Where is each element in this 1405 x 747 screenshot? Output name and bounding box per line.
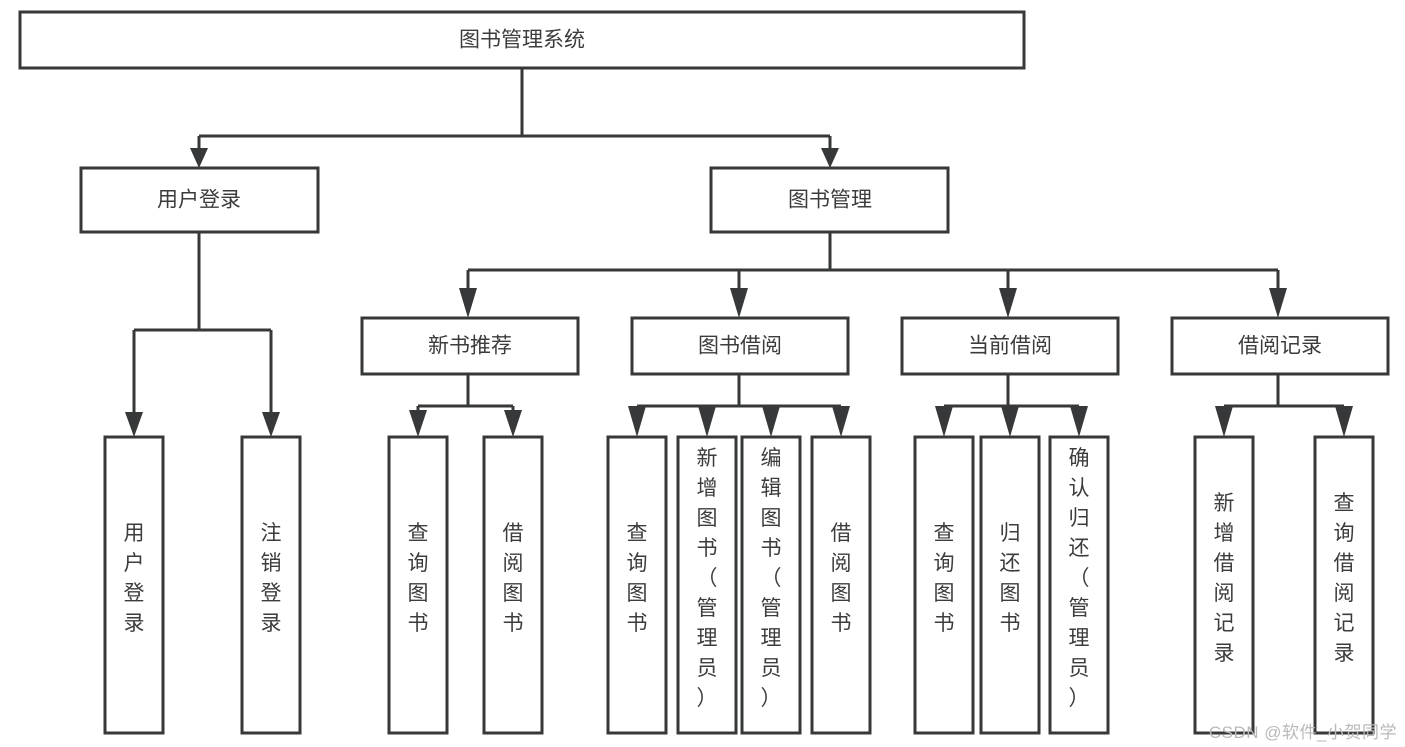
node-leaf-user-login[interactable]: 用户登录 [103, 435, 165, 735]
leaf-query-book-3-label: 查询图书 [934, 522, 955, 635]
leaf-add-record-box[interactable] [1193, 435, 1255, 735]
new-book-recommend-label: 新书推荐 [428, 335, 512, 358]
arrow-leaf-confirm-return [1070, 406, 1088, 437]
node-borrow-record[interactable]: 借阅记录 [1170, 316, 1390, 376]
arrow-borrow-record [1269, 288, 1287, 318]
leaf-query-record-label: 查询借阅记录 [1334, 492, 1355, 665]
leaf-borrow-book-2-box[interactable] [810, 435, 872, 735]
current-borrow-box[interactable] [900, 316, 1120, 376]
leaf-borrow-book-2-label: 借阅图书 [831, 522, 852, 635]
root-label: 图书管理系统 [459, 29, 585, 52]
leaf-return-book-box[interactable] [979, 435, 1041, 735]
arrow-leaf-edit-book [762, 406, 780, 437]
leaf-query-book-3-box[interactable] [913, 435, 975, 735]
arrow-book-borrow [730, 288, 748, 318]
node-leaf-query-book-3[interactable]: 查询图书 [913, 435, 975, 735]
leaf-edit-book-label: 编辑图书（管理员） [761, 447, 782, 710]
leaf-query-record-box[interactable] [1313, 435, 1375, 735]
arrow-leaf-add-record [1215, 406, 1233, 437]
leaf-add-record-label: 新增借阅记录 [1214, 492, 1235, 665]
borrow-record-box[interactable] [1170, 316, 1390, 376]
arrow-leaf-borrow-book-2 [832, 406, 850, 437]
node-leaf-query-book-1[interactable]: 查询图书 [387, 435, 449, 735]
leaf-borrow-book-1-box[interactable] [482, 435, 544, 735]
arrow-current-borrow [999, 288, 1017, 318]
node-leaf-edit-book[interactable]: 编辑图书（管理员） [740, 435, 802, 735]
connectors-layer [125, 68, 1353, 437]
arrow-leaf-add-book [698, 406, 716, 437]
arrow-leaf-query-book-3 [935, 406, 953, 437]
leaf-logout-login-label: 注销登录 [261, 522, 282, 635]
node-current-borrow[interactable]: 当前借阅 [900, 316, 1120, 376]
node-new-book-recommend[interactable]: 新书推荐 [360, 316, 580, 376]
node-leaf-add-book[interactable]: 新增图书（管理员） [676, 435, 738, 735]
leaf-add-book-box[interactable] [676, 435, 738, 735]
leaf-user-login-box[interactable] [103, 435, 165, 735]
arrow-leaf-borrow-book-1 [504, 410, 522, 437]
node-user-login[interactable]: 用户登录 [79, 166, 320, 234]
current-borrow-label: 当前借阅 [968, 335, 1052, 358]
leaf-add-book-label: 新增图书（管理员） [697, 447, 718, 710]
user-login-label: 用户登录 [157, 189, 241, 212]
new-book-recommend-box[interactable] [360, 316, 580, 376]
arrow-book-management [821, 148, 839, 168]
borrow-record-label: 借阅记录 [1238, 335, 1322, 358]
arrow-user-login [190, 148, 208, 168]
node-leaf-borrow-book-1[interactable]: 借阅图书 [482, 435, 544, 735]
leaf-borrow-book-1-label: 借阅图书 [503, 522, 524, 635]
leaf-confirm-return-label: 确认归还（管理员） [1069, 447, 1090, 710]
node-leaf-borrow-book-2[interactable]: 借阅图书 [810, 435, 872, 735]
book-borrow-box[interactable] [630, 316, 850, 376]
node-leaf-query-book-2[interactable]: 查询图书 [606, 435, 668, 735]
leaf-logout-login-box[interactable] [240, 435, 302, 735]
node-book-borrow[interactable]: 图书借阅 [630, 316, 850, 376]
arrow-new-book-recommend [459, 288, 477, 318]
leaf-query-book-2-label: 查询图书 [627, 522, 648, 635]
node-leaf-add-record[interactable]: 新增借阅记录 [1193, 435, 1255, 735]
arrow-leaf-query-book-1 [409, 410, 427, 437]
leaf-query-book-1-label: 查询图书 [408, 522, 429, 635]
book-borrow-label: 图书借阅 [698, 335, 782, 358]
node-root[interactable]: 图书管理系统 [18, 10, 1026, 70]
book-management-label: 图书管理 [788, 189, 872, 212]
root-box[interactable] [18, 10, 1026, 70]
arrow-leaf-query-record [1335, 406, 1353, 437]
leaf-confirm-return-box[interactable] [1048, 435, 1110, 735]
arrow-leaf-return-book [1001, 406, 1019, 437]
node-book-management[interactable]: 图书管理 [709, 166, 950, 234]
book-management-box[interactable] [709, 166, 950, 234]
leaf-query-book-2-box[interactable] [606, 435, 668, 735]
node-leaf-logout-login[interactable]: 注销登录 [240, 435, 302, 735]
node-leaf-return-book[interactable]: 归还图书 [979, 435, 1041, 735]
node-leaf-query-record[interactable]: 查询借阅记录 [1313, 435, 1375, 735]
arrow-leaf-user-login [125, 412, 143, 437]
node-leaf-confirm-return[interactable]: 确认归还（管理员） [1048, 435, 1110, 735]
arrow-leaf-query-book-2 [628, 406, 646, 437]
leaf-user-login-label: 用户登录 [124, 522, 145, 635]
csdn-watermark: CSDN @软件_小贺同学 [1208, 723, 1397, 742]
arrow-leaf-logout-login [262, 412, 280, 437]
leaf-query-book-1-box[interactable] [387, 435, 449, 735]
user-login-box[interactable] [79, 166, 320, 234]
leaf-return-book-label: 归还图书 [1000, 522, 1021, 635]
leaf-edit-book-box[interactable] [740, 435, 802, 735]
